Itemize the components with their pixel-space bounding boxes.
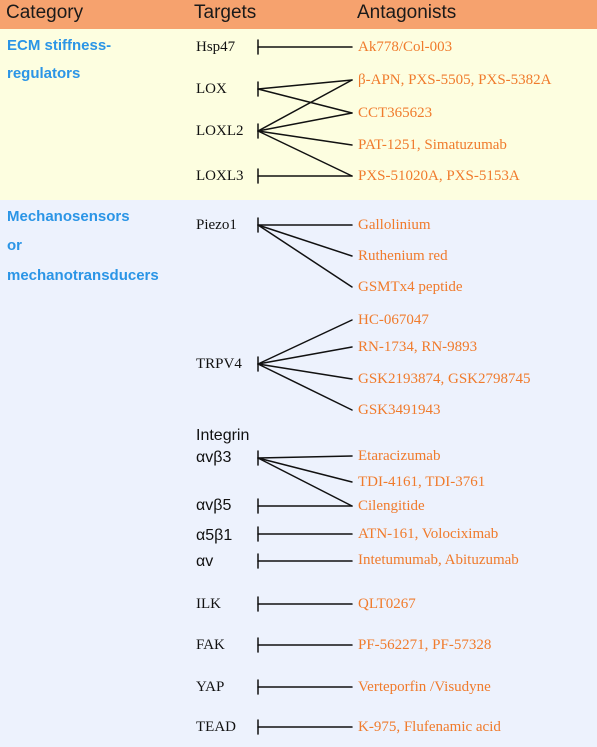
antagonist-qlt0267: QLT0267 — [358, 596, 416, 612]
target-loxl2: LOXL2 — [196, 123, 244, 139]
category-mech-line3: mechanotransducers — [7, 267, 159, 284]
antagonist-pat1251: PAT-1251, Simatuzumab — [358, 137, 507, 153]
antagonist-hc067047: HC-067047 — [358, 312, 429, 328]
target-avb3: αvβ3 — [196, 449, 232, 466]
connector-lox-cct365623 — [257, 88, 353, 114]
connector-trpv4-rn1734 — [257, 346, 353, 365]
antagonist-cilengitide: Cilengitide — [358, 498, 425, 514]
target-ilk: ILK — [196, 596, 221, 612]
category-mech-line2: or — [7, 237, 22, 254]
antagonist-cct365623: CCT365623 — [358, 105, 433, 121]
connector-trpv4-gsk2193874 — [257, 363, 353, 380]
antagonist-atn161: ATN-161, Volociximab — [358, 526, 499, 542]
connector-piezo1-gsmtx4 — [257, 224, 353, 288]
target-loxl3: LOXL3 — [196, 168, 244, 184]
header-bar — [0, 0, 597, 29]
antagonist-gsk2193874: GSK2193874, GSK2798745 — [358, 371, 531, 387]
target-a5b1: α5β1 — [196, 527, 233, 544]
target-avb5: αvβ5 — [196, 497, 232, 514]
connector-trpv4-hc067047 — [257, 319, 353, 365]
antagonist-ak778: Ak778/Col-003 — [358, 39, 453, 55]
target-trpv4: TRPV4 — [196, 356, 242, 372]
header-category: Category — [6, 2, 84, 23]
connector-trpv4-gsk3491943 — [257, 363, 353, 411]
antagonist-pf562271: PF-562271, PF-57328 — [358, 637, 492, 653]
antagonist-pxs51020a: PXS-51020A, PXS-5153A — [358, 168, 520, 184]
connector-avb3-etaracizumab — [257, 455, 353, 459]
mechano-section-background — [0, 200, 597, 747]
antagonist-gallolinium: Gallolinium — [358, 217, 431, 233]
antagonist-etaracizumab: Etaracizumab — [358, 448, 441, 464]
connector-piezo1-ruthenium-red — [257, 224, 353, 257]
antagonist-gsk3491943: GSK3491943 — [358, 402, 441, 418]
target-tead: TEAD — [196, 719, 236, 735]
category-ecm-line2: regulators — [7, 65, 81, 82]
header-antagonists: Antagonists — [357, 2, 457, 23]
connector-loxl2-cct365623 — [257, 112, 353, 132]
target-fak: FAK — [196, 637, 225, 653]
connector-loxl2-pxs51020a — [257, 130, 353, 177]
target-integrin: Integrin — [196, 427, 250, 444]
antagonist-bapn: β-APN, PXS-5505, PXS-5382A — [358, 72, 552, 88]
target-hsp47: Hsp47 — [196, 39, 236, 55]
antagonist-tdi4161: TDI-4161, TDI-3761 — [358, 474, 486, 490]
category-ecm-line1: ECM stiffness- — [7, 37, 112, 54]
connector-lox-bapn — [257, 79, 353, 90]
connector-loxl2-bapn — [257, 79, 353, 132]
antagonist-k975: K-975, Flufenamic acid — [358, 719, 501, 735]
antagonist-gsmtx4: GSMTx4 peptide — [358, 279, 463, 295]
antagonist-intetumumab: Intetumumab, Abituzumab — [358, 552, 519, 568]
connector-avb3-cilengitide — [257, 457, 353, 507]
target-av: αv — [196, 553, 214, 570]
connector-loxl2-pat1251 — [257, 130, 353, 146]
category-mech-line1: Mechanosensors — [7, 208, 130, 225]
ecm-section-background — [0, 29, 597, 200]
target-yap: YAP — [196, 679, 225, 695]
antagonist-rn1734: RN-1734, RN-9893 — [358, 339, 478, 355]
antagonist-verteporfin: Verteporfin /Visudyne — [358, 679, 491, 695]
target-lox: LOX — [196, 81, 227, 97]
header-targets: Targets — [194, 2, 257, 23]
target-piezo1: Piezo1 — [196, 217, 237, 233]
connector-avb3-tdi4161 — [257, 457, 353, 483]
antagonist-ruthenium-red: Ruthenium red — [358, 248, 448, 264]
